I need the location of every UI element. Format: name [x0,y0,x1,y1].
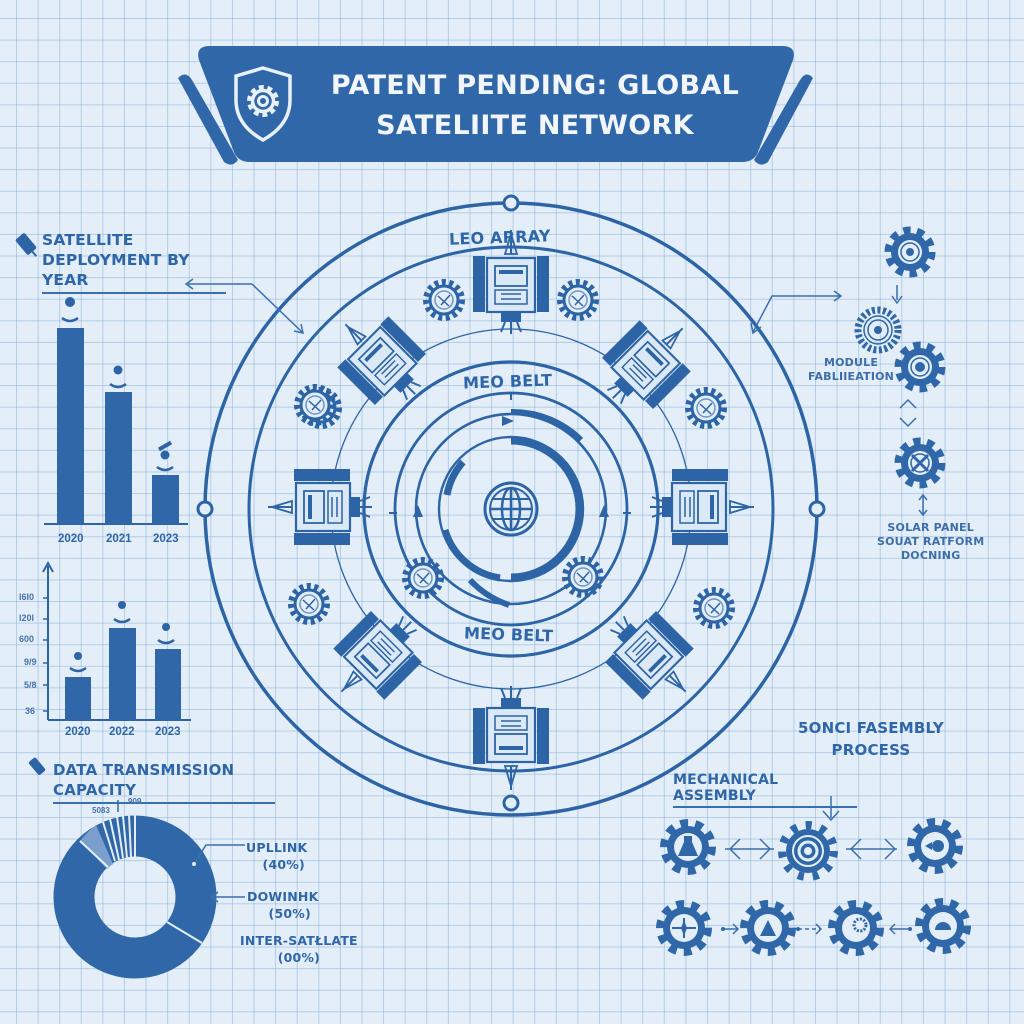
legend-downlink-value: (50%) [268,906,311,921]
dish-gear-icon [920,903,966,949]
deployment-xtick-2: 2023 [153,533,179,545]
gear-icon [899,346,941,388]
crossed-tools-gear-icon [899,442,941,484]
banner-shape [178,46,813,165]
legend-inter-name: INTER-SATŁLATE [240,933,358,948]
legend-downlink-name: DOWINHK [247,889,319,904]
legend-uplink: UPLLINK (40%) [246,839,307,873]
globe-icon [483,481,539,537]
deployment-title-line2: DEPLOYMENT BY YEAR [42,250,226,294]
capacity-ytick-3: 600 [19,634,35,644]
satellite-icon [28,757,46,775]
assembly-title-line1: 5ONCI FASEMBLY [798,719,944,737]
legend-inter-satellite: INTER-SATŁLATE (00%) [240,932,358,966]
module-fabrication-label: MODULE FABLIIEATION [808,356,894,384]
docking-label-line1: SOLAR PANEL [887,521,974,534]
donut-annotation-0: 5083 [92,806,110,815]
legend-uplink-value: (40%) [262,857,305,872]
assembly-title-line2: PROCESS [831,741,911,759]
cog-gear-icon [833,905,879,951]
transmission-chart-title: DATA TRANSMISSION CAPACITY [53,760,275,804]
assembly-process-title: 5ONCI FASEMBLY PROCESS [798,717,944,761]
legend-uplink-name: UPLLINK [246,840,308,855]
deployment-chart-title: SATELLITE DEPLOYMENT BY YEAR [42,230,226,294]
capacity-ytick-4: l20l [19,613,35,623]
shield-gear-icon [234,66,292,143]
compass-gear-icon [661,905,707,951]
target-gear-icon [778,821,838,881]
satellite-dish-gear-icon [745,905,791,951]
gear-icon [854,306,902,354]
docking-label: SOLAR PANEL SOUAT RATFORM DOCNING [877,521,984,563]
docking-label-line3: DOCNING [900,549,961,562]
mechanical-assembly-label: MECHANICAL ASSEMBLY [673,772,857,808]
capacity-ytick-2: 9/9 [24,657,37,667]
capacity-xtick-1: 2022 [109,726,135,738]
deployment-xtick-0: 2020 [58,533,84,545]
banner-title-line1: PATENT PENDING: GLOBAL [330,70,740,101]
deployment-xtick-1: 2021 [106,533,132,545]
flask-gear-icon [665,824,711,870]
legend-inter-value: (00%) [277,950,321,965]
deployment-title-line1: SATELLITE [42,231,134,249]
capacity-ytick-0: 36 [25,706,36,716]
capacity-xtick-0: 2020 [65,726,91,738]
gear-icon [889,231,931,273]
docking-label-line2: SOUAT RATFORM [877,535,985,548]
module-label-line2: FABLIIEATION [808,370,895,383]
banner-title-line2: SATELIITE NETWORK [376,110,694,141]
capacity-ytick-5: l6l0 [19,592,35,602]
capacity-ytick-1: 5/8 [24,680,37,690]
capacity-xtick-2: 2023 [155,726,181,738]
banner-title: PATENT PENDING: GLOBAL SATELIITE NETWORK [300,66,770,146]
rocket-gear-icon [912,823,958,869]
satellite-icon [15,233,38,257]
legend-downlink: DOWINHK (50%) [247,888,318,922]
donut-annotation-1: 909 [128,797,142,806]
module-label-line1: MODULE [823,356,879,369]
